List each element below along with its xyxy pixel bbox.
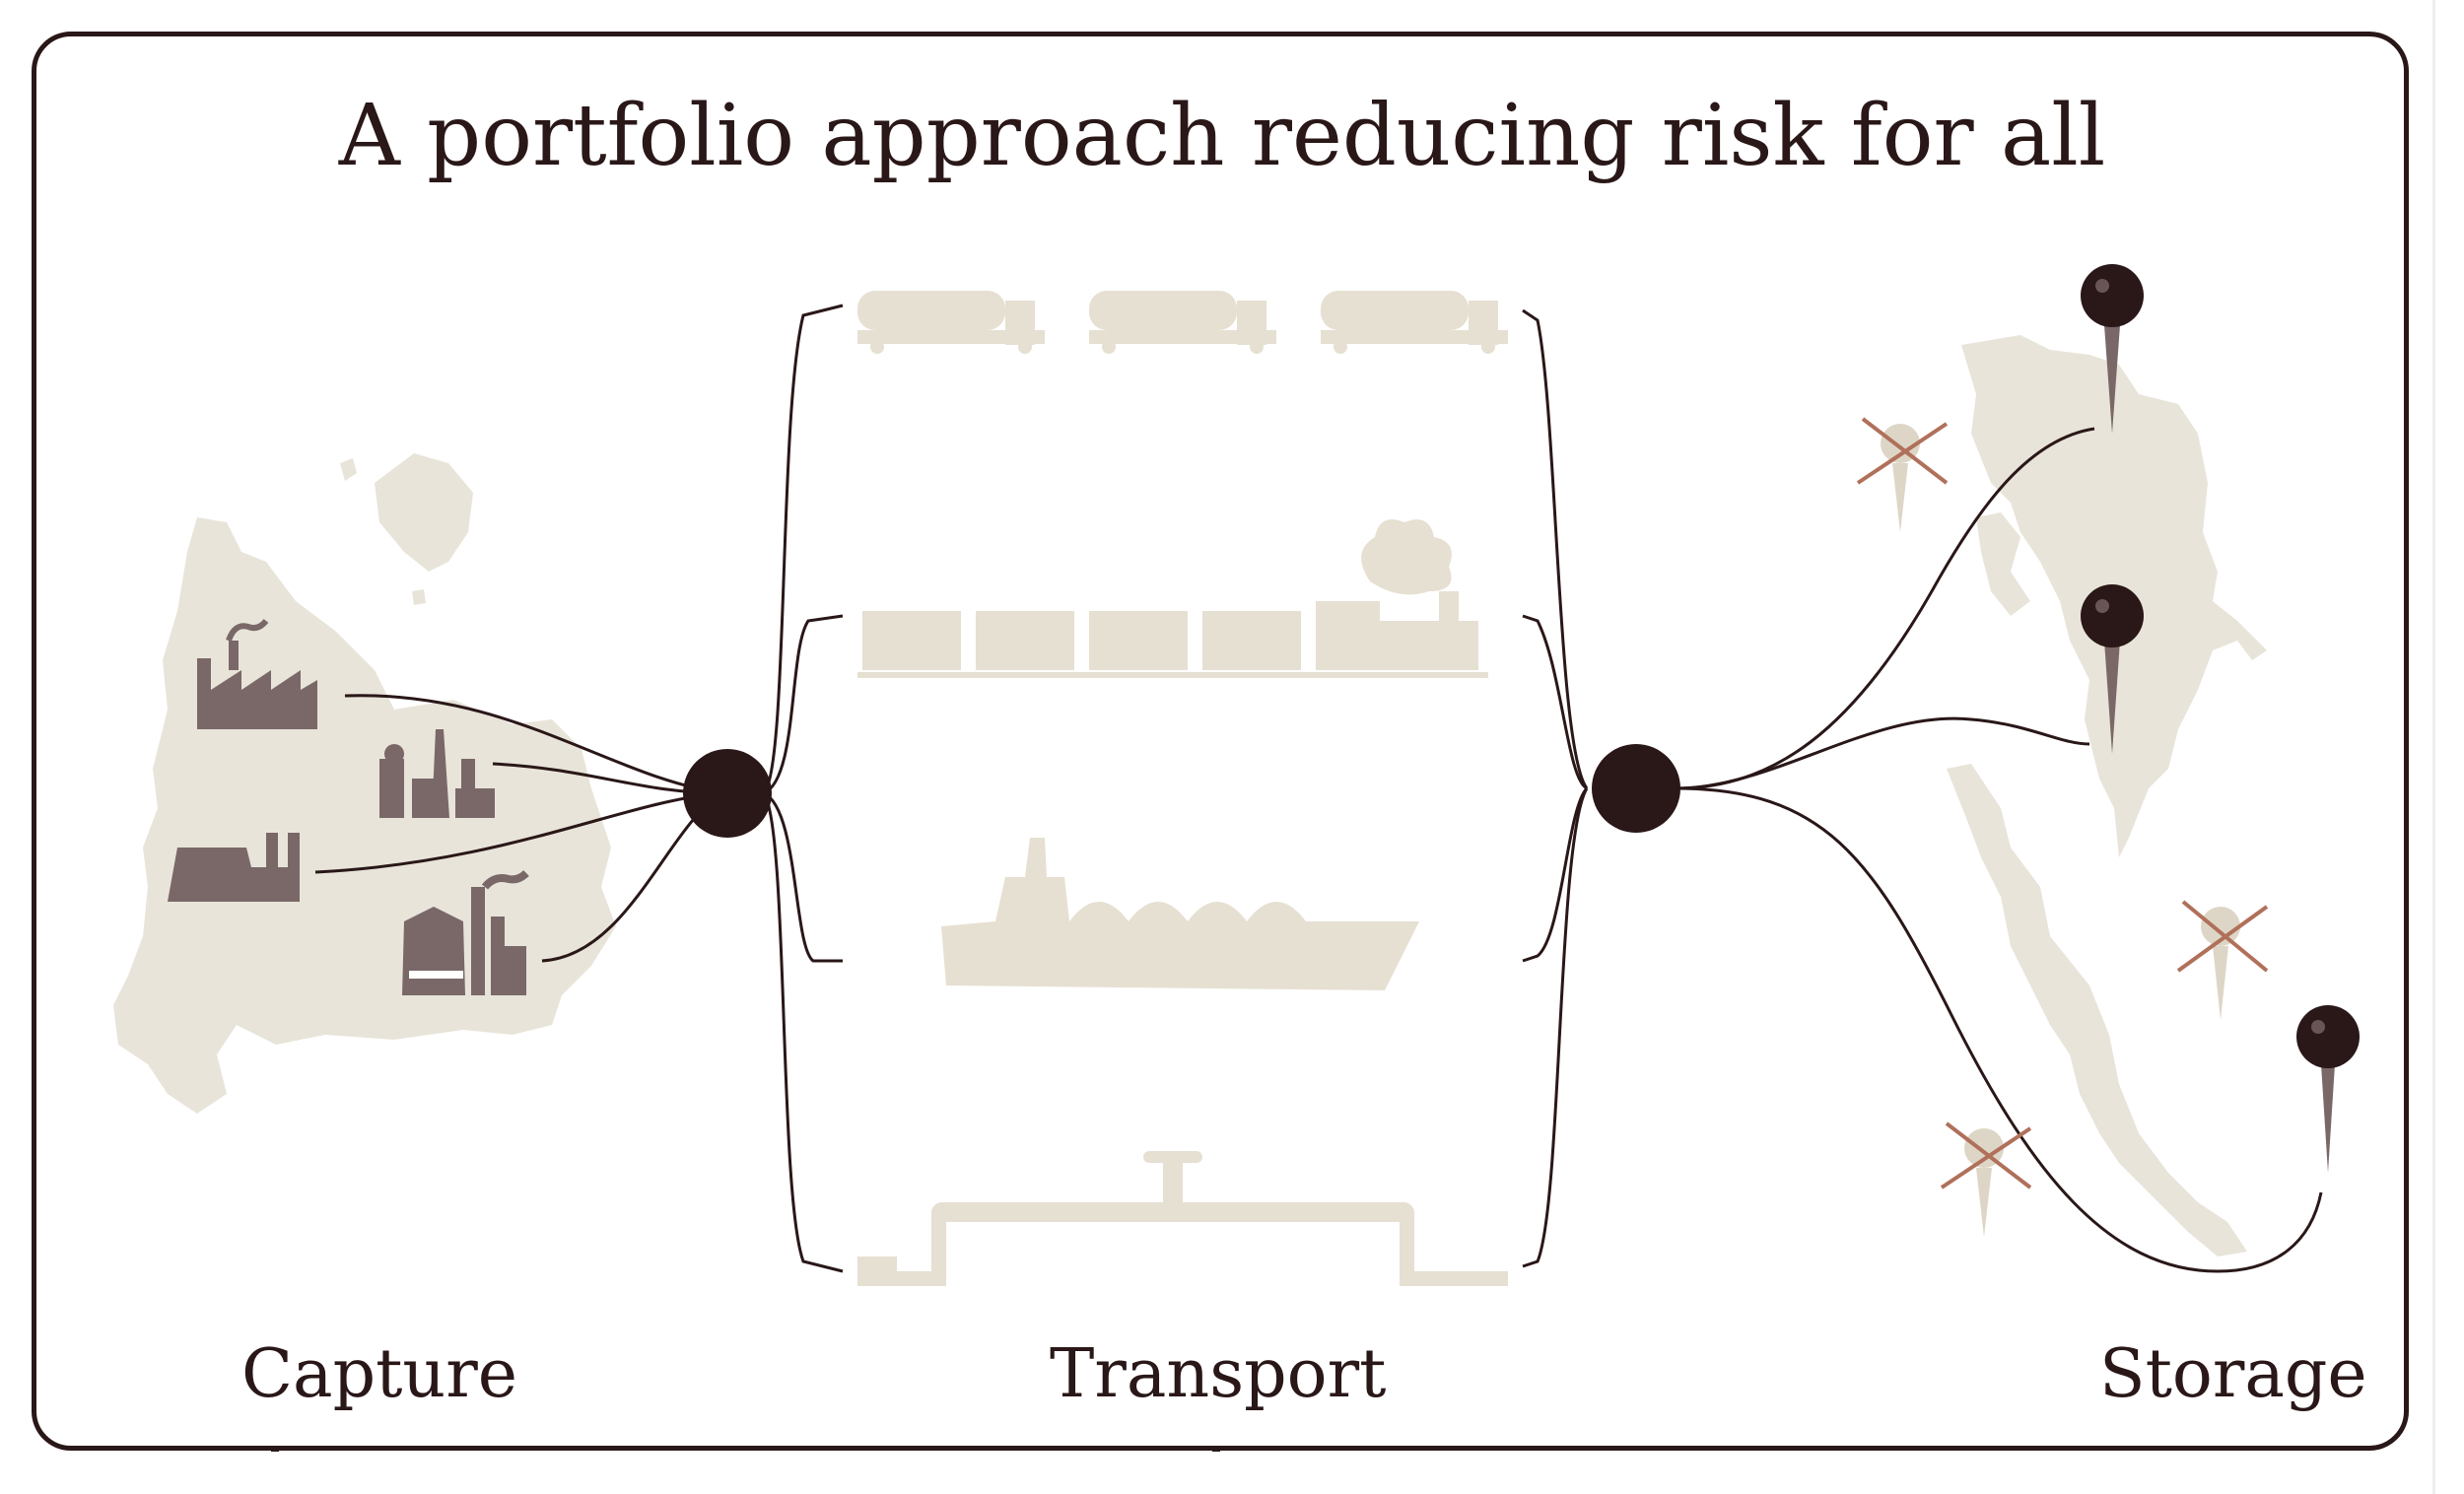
caption-tick [1212, 1449, 1220, 1452]
storage-land-map-middle [1976, 512, 2030, 616]
refinery-icon [379, 729, 495, 818]
rejected-pin-icon [1940, 1121, 2032, 1237]
ship-icon [941, 838, 1419, 990]
rejected-pin-icon [1856, 417, 1949, 532]
chemical-plant-icon [402, 870, 529, 995]
storage-region [1947, 335, 2267, 1256]
power-plant-icon [168, 833, 300, 902]
truck-icon [1321, 291, 1508, 354]
truck-icon [857, 291, 1045, 354]
capture-island-dot [412, 589, 426, 605]
storage-hub-node [1592, 744, 1680, 833]
stage-label-capture: Capture [241, 1335, 517, 1413]
active-pin-icon [2296, 1005, 2360, 1173]
stage-label-transport: Transport [1050, 1335, 1387, 1413]
factory-icon [197, 619, 317, 729]
diagram-title: A portfolio approach reducing risk for a… [338, 87, 2106, 185]
capture-land-map [113, 517, 616, 1114]
caption-tick [271, 1449, 279, 1452]
stage-label-storage: Storage [2099, 1335, 2367, 1413]
active-pin-icon [2081, 264, 2144, 434]
diagram-frame [32, 32, 2409, 1451]
capture-island-north [375, 453, 473, 572]
storage-connectors [1675, 427, 2323, 1273]
storage-land-map-south [1947, 764, 2247, 1256]
pipeline-icon [857, 1151, 1508, 1286]
truck-icon [1089, 291, 1276, 354]
transport-right-bracket [1522, 308, 1589, 1268]
capture-region [113, 453, 616, 1114]
train-icon [857, 519, 1488, 678]
active-pin-icon [2081, 584, 2144, 754]
page-edge-rule [2432, 0, 2435, 1494]
truck-row [857, 291, 1508, 354]
capture-hub-node [683, 749, 772, 838]
rejected-pin-icon [2176, 900, 2269, 1020]
transport-left-bracket [762, 304, 844, 1273]
capture-island-small [340, 458, 357, 481]
